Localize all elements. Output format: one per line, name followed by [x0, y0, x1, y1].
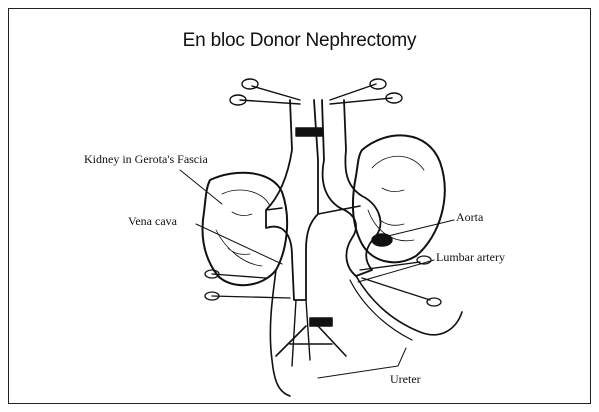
leader-lines — [180, 170, 454, 378]
top-clamps — [230, 79, 402, 136]
label-kidney-gerota: Kidney in Gerota's Fascia — [84, 152, 208, 167]
iliac-bifurcation — [276, 318, 346, 356]
label-ureter: Ureter — [390, 372, 421, 387]
left-kidney — [203, 173, 288, 285]
aorta — [322, 100, 392, 276]
label-vena-cava: Vena cava — [128, 214, 177, 229]
label-lumbar-artery: Lumbar artery — [436, 250, 505, 265]
label-aorta: Aorta — [456, 210, 483, 225]
